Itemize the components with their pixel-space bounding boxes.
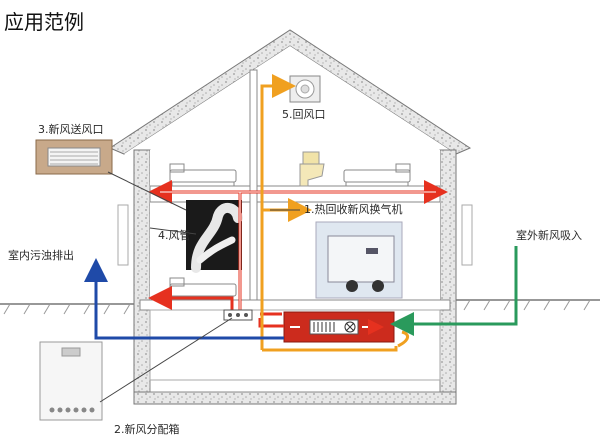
duct-image bbox=[186, 200, 243, 273]
supply-ducts-white-inner bbox=[160, 191, 436, 320]
dist-box-junction bbox=[223, 309, 253, 321]
dist-box-image bbox=[39, 341, 103, 421]
dist-box-label: 2.新风分配箱 bbox=[114, 423, 180, 436]
page-title: 应用范例 bbox=[4, 10, 84, 34]
ground-line bbox=[0, 299, 600, 315]
leader-lines bbox=[99, 171, 300, 403]
return-vent-label: 5.回风口 bbox=[282, 108, 326, 121]
supply-vent-label: 3.新风送风口 bbox=[38, 123, 104, 136]
bed-upper-left-icon bbox=[169, 163, 237, 186]
hrv-core-box bbox=[283, 311, 395, 343]
exhaust-label: 室内污浊排出 bbox=[8, 249, 74, 262]
hrv-unit-image bbox=[315, 221, 403, 299]
intake-duct bbox=[390, 246, 518, 336]
bed-upper-right-icon bbox=[343, 163, 411, 186]
return-vent-icon bbox=[289, 75, 321, 103]
hrv-unit-label: 1.热回收新风换气机 bbox=[304, 203, 403, 216]
fresh-intake-label: 室外新风吸入 bbox=[516, 229, 582, 242]
toilet-icon bbox=[299, 151, 325, 187]
exhaust-duct bbox=[84, 258, 284, 340]
duct-label: 4.风管 bbox=[158, 229, 191, 242]
supply-vent-image bbox=[35, 139, 113, 175]
